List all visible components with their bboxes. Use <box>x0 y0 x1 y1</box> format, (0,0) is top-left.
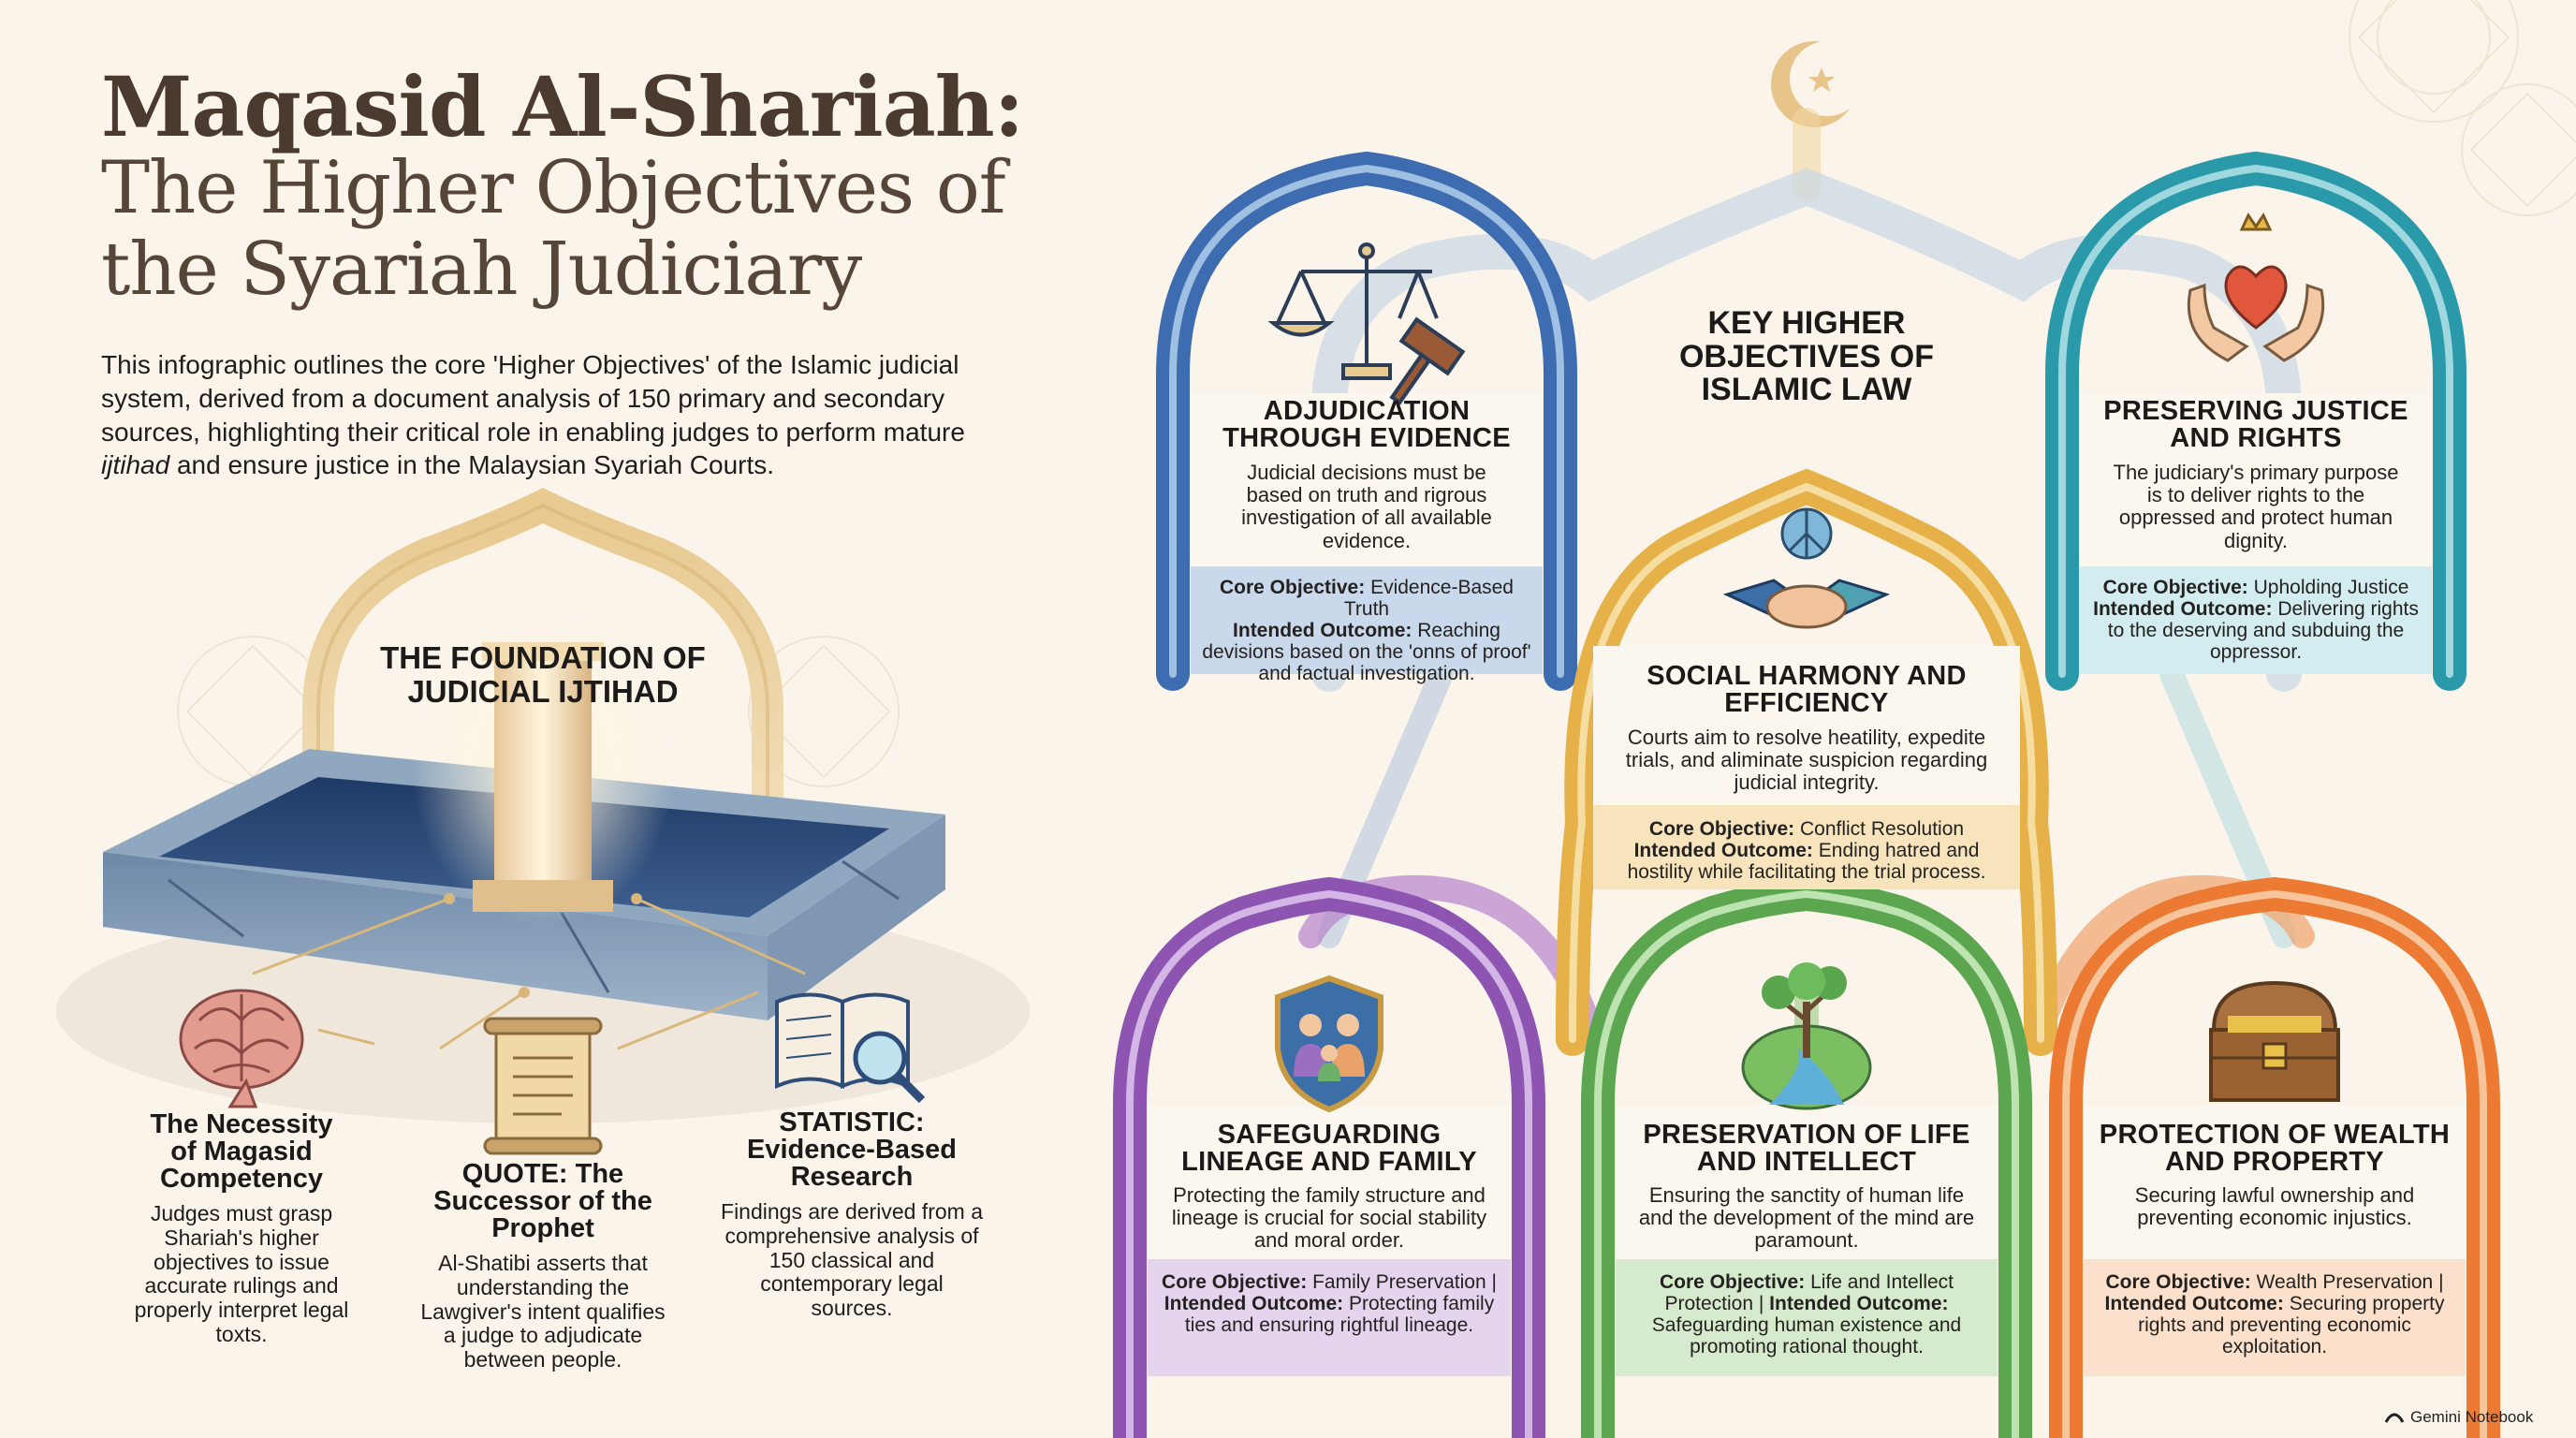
core-value: Conflict Resolution <box>1799 818 1965 840</box>
brand-badge: Gemini Notebook <box>2384 1404 2571 1431</box>
scroll-icon <box>483 1017 603 1155</box>
card-body-life-intellect: Ensuring the sanctity of human life and … <box>1638 1183 1975 1253</box>
pillar-body: Findings are derived from a comprehensiv… <box>721 1199 983 1320</box>
card-body-adjudication: Judicial decisions must be based on trut… <box>1241 461 1492 552</box>
pillar-body: Al-Shatibi asserts that understanding th… <box>420 1251 666 1372</box>
outcome-value: Ending hatred and hostility while facili… <box>1627 840 1986 884</box>
brain-icon <box>179 989 304 1108</box>
card-objective-life-intellect: Core Objective: Life and Intellect Prote… <box>1651 1271 1962 1358</box>
pillar-magasid-competency: The Necessity of Magasid Competency Judg… <box>134 1111 349 1347</box>
card-body-social-harmony: Courts aim to resolve heatility, expedit… <box>1625 726 1988 795</box>
pillar-statistic: STATISTIC: Evidence-Based Research Findi… <box>721 1109 983 1321</box>
card-title-adjudication: ADJUDICATION THROUGH EVIDENCE <box>1222 396 1511 453</box>
core-label: Core Objective: <box>2102 577 2248 598</box>
card-title-wealth: PROTECTION OF WEALTH AND PROPERTY <box>2099 1120 2451 1177</box>
card-body-wealth: Securing lawful ownership and preventing… <box>2134 1183 2415 1230</box>
page-subtitle-line1: The Higher Objectives of <box>101 146 1006 230</box>
core-label: Core Objective: <box>1220 577 1366 598</box>
core-value: Family Preservation <box>1312 1271 1486 1293</box>
crescent-star-icon <box>1771 41 1865 127</box>
page-subtitle-line2: the Syariah Judiciary <box>101 227 862 313</box>
foundation-title: THE FOUNDATION OF JUDICIAL IJTIHAD <box>380 640 706 709</box>
objectives-title: KEY HIGHER OBJECTIVES OF ISLAMIC LAW <box>1678 305 1935 408</box>
card-objective-lineage: Core Objective: Family Preservation | In… <box>1162 1271 1497 1337</box>
card-objective-adjudication: Core Objective: Evidence-Based Truth Int… <box>1191 571 1543 690</box>
outcome-label: Intended Outcome: <box>1769 1293 1949 1315</box>
gemini-notebook-icon <box>2384 1413 2405 1423</box>
core-value: Upholding Justice <box>2253 577 2409 598</box>
tree-river-icon <box>1741 962 1872 1110</box>
card-title-life-intellect: PRESERVATION OF LIFE AND INTELLECT <box>1643 1120 1970 1177</box>
card-objective-social-harmony: Core Objective: Conflict Resolution Inte… <box>1593 813 2020 888</box>
card-title-lineage: SAFEGUARDING LINEAGE AND FAMILY <box>1181 1120 1477 1177</box>
outcome-label: Intended Outcome: <box>1164 1293 1344 1315</box>
core-value: Wealth Preservation <box>2256 1271 2434 1293</box>
card-objective-justice: Core Objective: Upholding Justice Intend… <box>2080 571 2432 668</box>
arch-network <box>1113 41 2500 1438</box>
pillar-heading: The Necessity of Magasid Competency <box>150 1109 333 1194</box>
pillar-heading: STATISTIC: Evidence-Based Research <box>746 1108 958 1192</box>
title-block: Maqasid Al-Shariah: The Higher Objective… <box>101 66 1037 312</box>
handshake-peace-icon <box>1722 507 1891 629</box>
hands-heart-crown-icon <box>2187 212 2325 362</box>
scales-gavel-icon <box>1267 242 1466 405</box>
outcome-value: Delivering rights to the deserving and s… <box>2107 598 2419 664</box>
pillar-quote: QUOTE: The Successor of the Prophet Al-S… <box>412 1161 674 1372</box>
core-value: Evidence-Based Truth <box>1343 577 1514 621</box>
intro-text-2: and ensure justice in the Malaysian Syar… <box>169 450 775 480</box>
outcome-label: Intended Outcome: <box>2104 1293 2284 1315</box>
outcome-label: Intended Outcome: <box>1633 840 1813 862</box>
card-title-justice: PRESERVING JUSTICE AND RIGHTS <box>2103 396 2408 453</box>
intro-text-1: This infographic outlines the core 'High… <box>101 350 965 447</box>
core-label: Core Objective: <box>1162 1271 1308 1293</box>
intro-paragraph: This infographic outlines the core 'High… <box>101 348 1018 482</box>
outcome-value: Securing property rights and preventing … <box>2138 1293 2445 1358</box>
core-label: Core Objective: <box>1648 818 1795 840</box>
brand-label: Gemini Notebook <box>2410 1408 2534 1426</box>
outcome-value: Safeguarding human existence and promoti… <box>1651 1314 1962 1358</box>
page-title: Maqasid Al-Shariah: <box>101 58 1024 155</box>
card-title-social-harmony: SOCIAL HARMONY AND EFFICIENCY <box>1647 661 1967 718</box>
card-body-lineage: Protecting the family structure and line… <box>1171 1183 1487 1253</box>
outcome-value: Protecting family ties and ensuring righ… <box>1184 1293 1495 1337</box>
foundation-illustration <box>56 487 1030 1123</box>
book-magnifier-icon <box>775 992 926 1104</box>
card-objective-wealth: Core Objective: Wealth Preservation | In… <box>2104 1271 2445 1358</box>
intro-italic-term: ijtihad <box>101 450 170 480</box>
outcome-label: Intended Outcome: <box>2093 598 2273 621</box>
ornament-top-right <box>2349 0 2576 216</box>
core-label: Core Objective: <box>2105 1271 2251 1293</box>
treasure-chest-icon <box>2209 980 2340 1102</box>
outcome-label: Intended Outcome: <box>1233 620 1412 642</box>
family-shield-icon <box>1275 975 1383 1113</box>
card-body-justice: The judiciary's primary purpose is to de… <box>2113 461 2399 552</box>
core-value: Life and Intellect Protection <box>1664 1271 1954 1315</box>
card-interiors <box>1148 393 2466 1376</box>
pillar-heading: QUOTE: The Successor of the Prophet <box>433 1159 652 1243</box>
pillar-body: Judges must grasp Shariah's higher objec… <box>134 1201 349 1346</box>
core-label: Core Objective: <box>1660 1271 1806 1293</box>
outcome-value: Reaching devisions based on the 'onns of… <box>1202 620 1531 685</box>
